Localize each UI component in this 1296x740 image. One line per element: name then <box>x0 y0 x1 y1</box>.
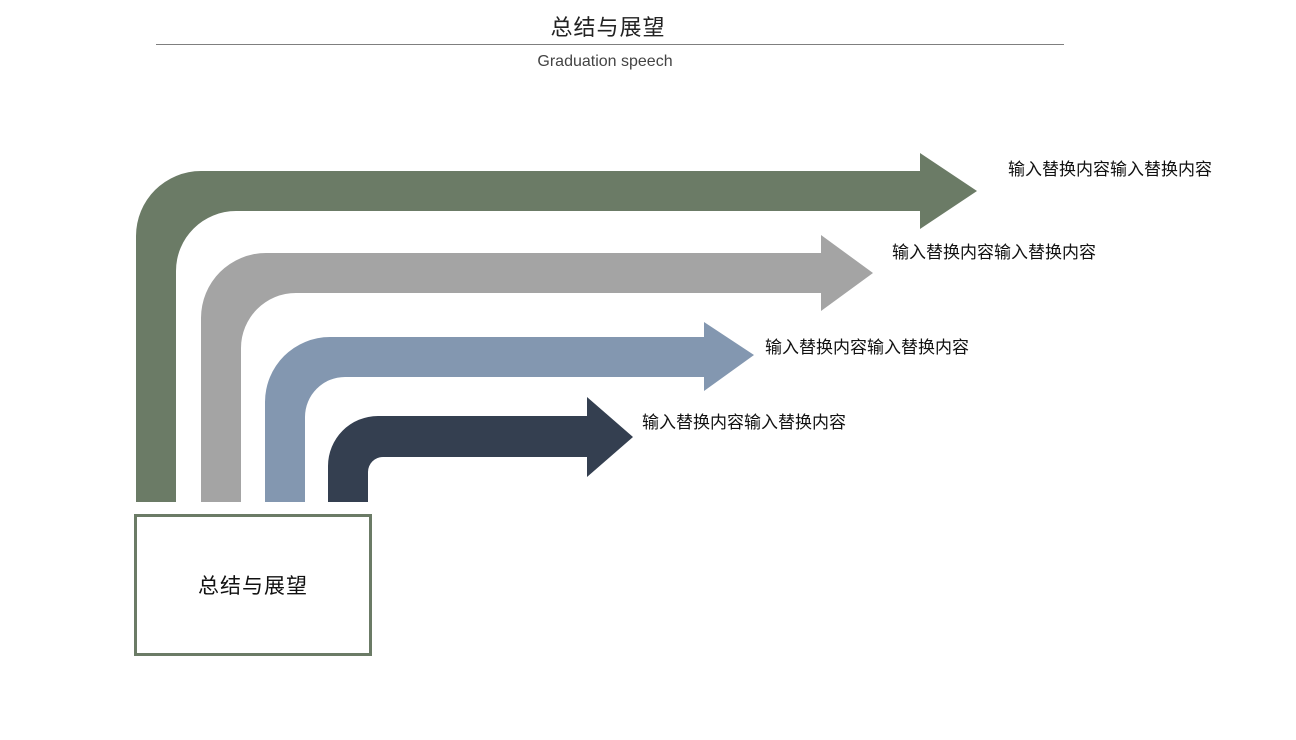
arrow-2 <box>201 235 873 502</box>
title-divider <box>156 44 1064 45</box>
source-box: 总结与展望 <box>134 514 372 656</box>
arrow-2-label: 输入替换内容输入替换内容 <box>892 243 1096 263</box>
arrow-3-label: 输入替换内容输入替换内容 <box>765 338 969 358</box>
source-box-label: 总结与展望 <box>198 574 308 598</box>
page-subtitle: Graduation speech <box>537 53 673 70</box>
arrow-3 <box>265 322 754 502</box>
arrow-1 <box>136 153 977 502</box>
arrow-4 <box>328 397 633 502</box>
arrow-4-label: 输入替换内容输入替换内容 <box>642 413 846 433</box>
page-title: 总结与展望 <box>550 16 666 41</box>
arrow-1-label: 输入替换内容输入替换内容 <box>1008 160 1212 180</box>
